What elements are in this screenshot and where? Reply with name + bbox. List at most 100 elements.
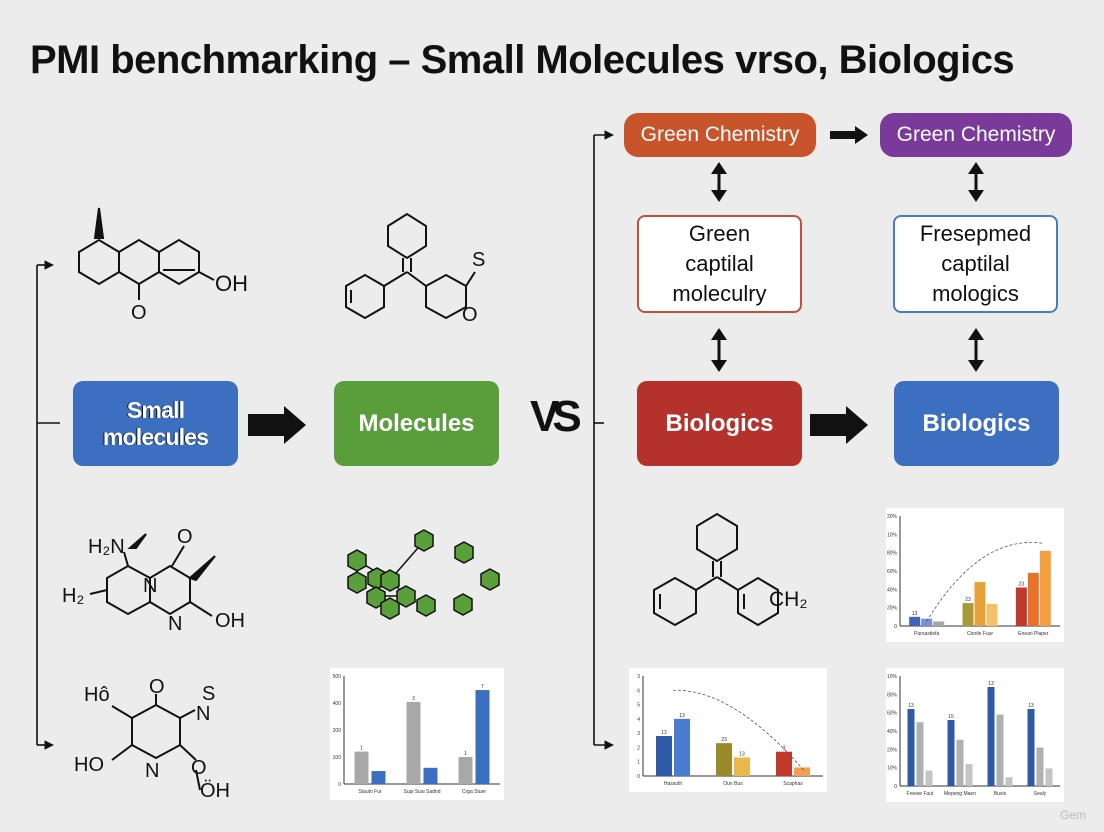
structure-4-label-ho: HO <box>74 754 104 776</box>
data-label: 15 <box>948 714 954 720</box>
x-tick-label: Crga Stuer <box>462 789 487 795</box>
bar <box>776 751 792 776</box>
bar <box>962 603 974 626</box>
structure-3-label-o: O <box>177 526 193 548</box>
molecules-box: Molecules <box>334 381 499 466</box>
structure-5-label-ch2: CH₂ <box>769 588 807 611</box>
y-tick-label: 80% <box>887 692 898 698</box>
bar <box>406 701 421 784</box>
y-tick-label: 60% <box>887 569 898 575</box>
structure-3-label-h2n: H₂N <box>88 536 125 558</box>
x-tick-label: Paroastiefa <box>914 631 940 637</box>
structure-3-label-n2: N <box>168 613 182 635</box>
data-label: 13 <box>679 713 685 719</box>
y-tick-label: 500 <box>333 674 342 680</box>
data-label: 1 <box>464 751 467 757</box>
structure-4-label-o-top: O <box>149 676 165 698</box>
x-tick-label: Hassuth <box>664 781 683 787</box>
arrow-small-to-molecules <box>248 406 306 444</box>
y-tick-label: 0 <box>894 624 897 630</box>
chemical-structure-3 <box>89 533 216 617</box>
y-tick-label: 0 <box>894 784 897 790</box>
y-tick-label: 40% <box>887 729 898 735</box>
bar <box>921 618 933 626</box>
y-tick-label: 10% <box>887 674 898 680</box>
chemical-structure-5 <box>653 512 779 627</box>
y-tick-label: 10% <box>887 532 898 538</box>
chemical-structure-1 <box>78 207 215 300</box>
trend-line <box>672 689 806 772</box>
arrow-biologics-to-biologics <box>810 406 868 444</box>
outline-box-left: Green captilal moleculry <box>637 215 802 313</box>
bar <box>1015 587 1027 626</box>
y-tick-label: 3 <box>637 674 640 680</box>
data-label: 3 <box>412 696 415 702</box>
data-label: 23 <box>965 597 971 603</box>
chemical-structure-2 <box>345 212 476 320</box>
bar <box>986 604 998 626</box>
data-label: 13 <box>661 730 667 736</box>
arrow-green-to-green <box>830 126 868 144</box>
bar <box>734 757 750 776</box>
chemical-structure-4 <box>111 694 201 791</box>
y-tick-label: 6 <box>637 688 640 694</box>
bar <box>1039 550 1051 626</box>
bar <box>423 767 438 784</box>
bar-chart-green-chemistry: 020%40%60%80%10%20%13Paroastiefa23Cteril… <box>886 508 1064 642</box>
x-tick-label: Oun Bus <box>723 781 743 787</box>
middle-bracket-connector <box>593 130 614 750</box>
double-arrow-left-top <box>711 162 727 202</box>
x-tick-label: Mepeng Maen <box>944 791 976 797</box>
bar <box>965 764 973 786</box>
bar <box>987 687 995 786</box>
structure-3-label-oh: OH <box>215 610 245 632</box>
double-arrow-right-bottom <box>968 328 984 372</box>
x-tick-label: Supi Susi Sadnd <box>404 789 441 795</box>
data-label: 1 <box>360 746 363 752</box>
bar <box>716 743 732 776</box>
bar <box>1045 768 1053 786</box>
y-tick-label: 60% <box>887 711 898 717</box>
y-tick-label: 200 <box>333 728 342 734</box>
bar <box>458 757 473 784</box>
structure-2-label-s: S <box>472 249 485 271</box>
y-tick-label: 0 <box>338 782 341 788</box>
biologics-box-right: Biologics <box>894 381 1059 466</box>
bar <box>1036 747 1044 786</box>
trend-line <box>926 542 1045 622</box>
structure-4-label-ho-top: Hô <box>84 684 110 706</box>
double-arrow-left-bottom <box>711 328 727 372</box>
y-tick-label: 5 <box>637 703 640 709</box>
bar <box>996 714 1004 786</box>
bar <box>909 616 921 626</box>
data-label: 13 <box>912 611 918 617</box>
bar <box>907 709 915 786</box>
y-tick-label: 40% <box>887 587 898 593</box>
x-tick-label: Cterile Fuur <box>967 631 993 637</box>
x-tick-label: Sealy <box>1034 791 1047 797</box>
structure-3-label-n1: N <box>143 575 157 597</box>
watermark: Gem <box>1059 808 1086 822</box>
structure-4-label-n-top: N <box>196 703 210 725</box>
data-label: 23 <box>1019 582 1025 588</box>
bar <box>1027 572 1039 626</box>
x-tick-label: Freese Fuut <box>907 791 935 797</box>
y-tick-label: 20% <box>887 514 898 520</box>
molecule-cluster <box>347 529 500 620</box>
bar <box>656 736 672 776</box>
y-tick-label: 10% <box>887 766 898 772</box>
data-label: 13 <box>988 681 994 687</box>
y-tick-label: 100 <box>333 755 342 761</box>
bar <box>1005 777 1013 786</box>
y-tick-label: 80% <box>887 551 898 557</box>
bar <box>371 771 386 784</box>
structure-4-label-o: O <box>191 757 207 779</box>
y-tick-label: 2 <box>637 745 640 751</box>
structure-4-label-oh: ÖH <box>200 780 230 802</box>
y-tick-label: 4 <box>637 717 640 723</box>
structure-1-label-o: O <box>131 302 147 324</box>
bar <box>947 720 955 786</box>
x-tick-label: Busis <box>994 791 1007 797</box>
